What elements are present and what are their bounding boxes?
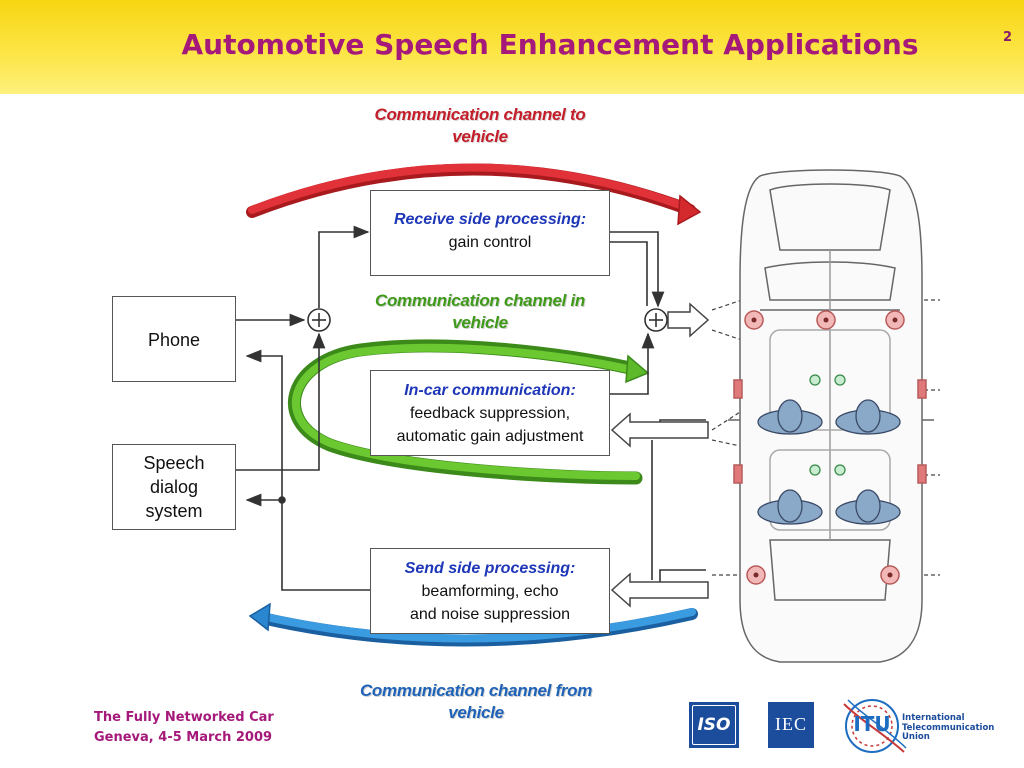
speech-label-line: system bbox=[145, 501, 203, 521]
speaker-icon bbox=[733, 464, 743, 484]
iec-logo: IEC bbox=[768, 702, 814, 748]
slide-title: Automotive Speech Enhancement Applicatio… bbox=[181, 28, 919, 61]
label-line: Communication channel in bbox=[374, 291, 586, 310]
itu-logo: ITU bbox=[840, 690, 910, 760]
passengers bbox=[757, 399, 901, 525]
header-band bbox=[0, 0, 1024, 94]
incar-communication-box: In-car communication: feedback suppressi… bbox=[370, 370, 610, 456]
speaker-icon bbox=[917, 379, 927, 399]
label-channel-in-vehicle: Communication channel in vehicle bbox=[340, 290, 620, 334]
label-line: Communication channel from bbox=[359, 681, 593, 700]
box-line: and noise suppression bbox=[409, 606, 571, 623]
summer-left bbox=[307, 308, 331, 332]
slide-number: 2 bbox=[1002, 30, 1012, 45]
label-channel-to-vehicle: Communication channel to vehicle bbox=[340, 104, 620, 148]
box-title: Send side processing: bbox=[404, 560, 576, 577]
arrow-in-vehicle bbox=[288, 339, 650, 485]
speaker-icon bbox=[917, 464, 927, 484]
itu-name-line: Union bbox=[902, 732, 930, 742]
box-line: beamforming, echo bbox=[421, 583, 559, 600]
microphone-icon bbox=[809, 374, 821, 386]
arrow-to-vehicle bbox=[246, 163, 702, 226]
phone-label: Phone bbox=[147, 330, 201, 350]
block-arrow-to-send bbox=[610, 572, 709, 608]
label-line: vehicle bbox=[448, 703, 504, 722]
label-line: Communication channel to bbox=[374, 105, 586, 124]
box-line: automatic gain adjustment bbox=[396, 428, 584, 445]
microphone-icon bbox=[834, 374, 846, 386]
phone-box: Phone bbox=[112, 296, 236, 382]
box-title: In-car communication: bbox=[404, 382, 576, 399]
summer-right bbox=[644, 308, 668, 332]
label-line: vehicle bbox=[452, 313, 508, 332]
microphone-icon bbox=[809, 464, 821, 476]
arrow-from-vehicle bbox=[248, 602, 698, 647]
itu-name: International Telecommunication Union bbox=[902, 713, 995, 743]
box-line: feedback suppression, bbox=[409, 405, 571, 422]
block-arrow-to-car bbox=[667, 302, 710, 338]
receive-processing-box: Receive side processing: gain control bbox=[370, 190, 610, 276]
block-arrow-to-incar bbox=[610, 412, 709, 448]
block-arrows bbox=[610, 302, 710, 608]
speech-label-line: Speech bbox=[143, 453, 205, 473]
footer-line: The Fully Networked Car bbox=[94, 710, 274, 725]
label-channel-from-vehicle: Communication channel from vehicle bbox=[326, 680, 626, 724]
microphones bbox=[809, 374, 846, 476]
label-line: vehicle bbox=[452, 127, 508, 146]
itu-name-line: Telecommunication bbox=[902, 722, 995, 733]
speech-label-line: dialog bbox=[149, 477, 199, 497]
speech-dialog-box: Speech dialog system bbox=[112, 444, 236, 530]
microphone-icon bbox=[834, 464, 846, 476]
footer-line: Geneva, 4-5 March 2009 bbox=[94, 730, 273, 745]
iso-logo: ISO bbox=[689, 702, 739, 748]
car-top-view bbox=[728, 169, 934, 663]
send-processing-box: Send side processing: beamforming, echo … bbox=[370, 548, 610, 634]
speaker-icon bbox=[733, 379, 743, 399]
itu-name-line: International bbox=[902, 713, 965, 723]
box-title: Receive side processing: bbox=[393, 211, 587, 228]
footer-text: The Fully Networked Car Geneva, 4-5 Marc… bbox=[94, 708, 274, 748]
box-line: gain control bbox=[448, 234, 532, 251]
